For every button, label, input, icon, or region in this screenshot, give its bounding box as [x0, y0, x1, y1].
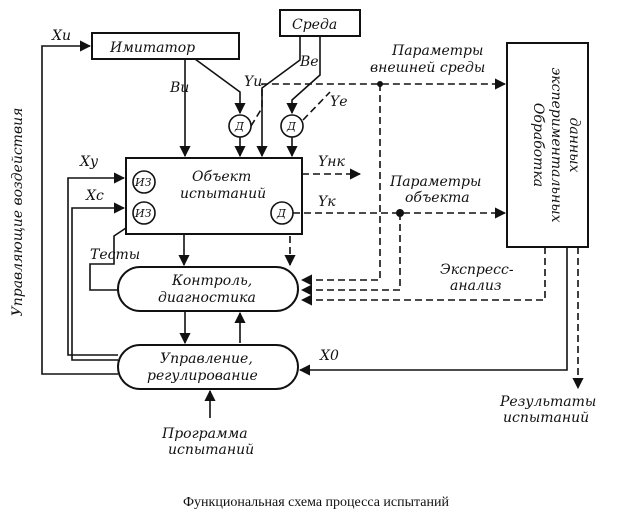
program-label-2: испытаний — [168, 442, 254, 458]
management-block: Управление, регулирование — [117, 344, 299, 390]
d-sensor-imitator-label: Д — [234, 120, 245, 133]
iz-sensor-top — [132, 170, 156, 194]
xy-control-line — [67, 172, 126, 356]
xy-label: Xу — [79, 154, 99, 170]
yi-label: Yи — [244, 74, 262, 90]
obj-params-label-2: объекта — [405, 190, 470, 206]
control-label-line1: Контроль, — [171, 273, 252, 289]
imitator-label: Имитатор — [109, 40, 195, 56]
env-params-label-2: внешней среды — [370, 60, 485, 76]
d-sensor-environment-label: Д — [286, 120, 297, 133]
xc-control-line — [71, 202, 126, 361]
environment-to-sensor-arrow — [286, 36, 321, 115]
object-label-line1: Объект — [192, 169, 251, 185]
environment-block: Среда — [279, 9, 361, 37]
yk-label: Yк — [318, 194, 336, 210]
test-object-block: Объект испытаний ИЗ ИЗ Д — [125, 157, 303, 235]
env-to-control-line — [300, 84, 381, 286]
env-params-label-1: Параметры — [391, 43, 483, 59]
processing-label-line2: экспериментальных — [548, 67, 564, 222]
diagram-caption: Функциональная схема процесса испытаний — [183, 495, 450, 510]
express-analysis-line — [300, 247, 546, 306]
ynk-label: Yнк — [318, 154, 345, 170]
xi-control-line — [41, 40, 118, 375]
iz-sensor-top-label: ИЗ — [134, 176, 152, 189]
ye-label: Yе — [330, 94, 348, 110]
environment-label: Среда — [292, 17, 337, 33]
imitator-to-sensor-arrow — [194, 58, 246, 115]
management-label-line2: регулирование — [147, 368, 258, 384]
object-label-line2: испытаний — [180, 186, 266, 202]
iz-sensor-bottom-label: ИЗ — [134, 207, 152, 220]
control-actions-label: Управляющие воздействия — [10, 108, 26, 317]
results-label-1: Результаты — [499, 394, 596, 410]
ve-label: Bе — [299, 54, 319, 70]
tests-label: Тесты — [90, 247, 140, 263]
d-sensor-object-label: Д — [276, 207, 287, 220]
tests-line — [89, 227, 127, 291]
obj-params-label-1: Параметры — [389, 174, 481, 190]
x0-label: X0 — [319, 348, 339, 364]
xi-label: Xи — [51, 28, 71, 44]
control-diagnostics-block: Контроль, диагностика — [117, 266, 299, 312]
iz-sensor-bottom — [132, 201, 156, 225]
env-params-line — [250, 78, 507, 127]
imitator-block: Имитатор — [91, 32, 240, 60]
control-label-line2: диагностика — [158, 290, 256, 306]
program-label-1: Программа — [161, 426, 248, 442]
ye-line — [302, 91, 331, 121]
x0-feedback-line — [298, 247, 568, 376]
environment-to-object-arrow — [256, 36, 301, 158]
results-label-2: испытаний — [503, 410, 589, 426]
processing-label-line3: данных — [566, 118, 582, 173]
vi-label: Bи — [169, 80, 189, 96]
xc-label: Xс — [85, 188, 104, 204]
object-to-control-dashed — [300, 213, 401, 296]
management-label-line1: Управление, — [160, 351, 253, 367]
express-label-1: Экспресс- — [440, 262, 514, 278]
processing-label-line1: Обработка — [530, 103, 546, 187]
express-label-2: анализ — [450, 278, 501, 294]
data-processing-block: Обработка экспериментальных данных — [506, 42, 589, 248]
